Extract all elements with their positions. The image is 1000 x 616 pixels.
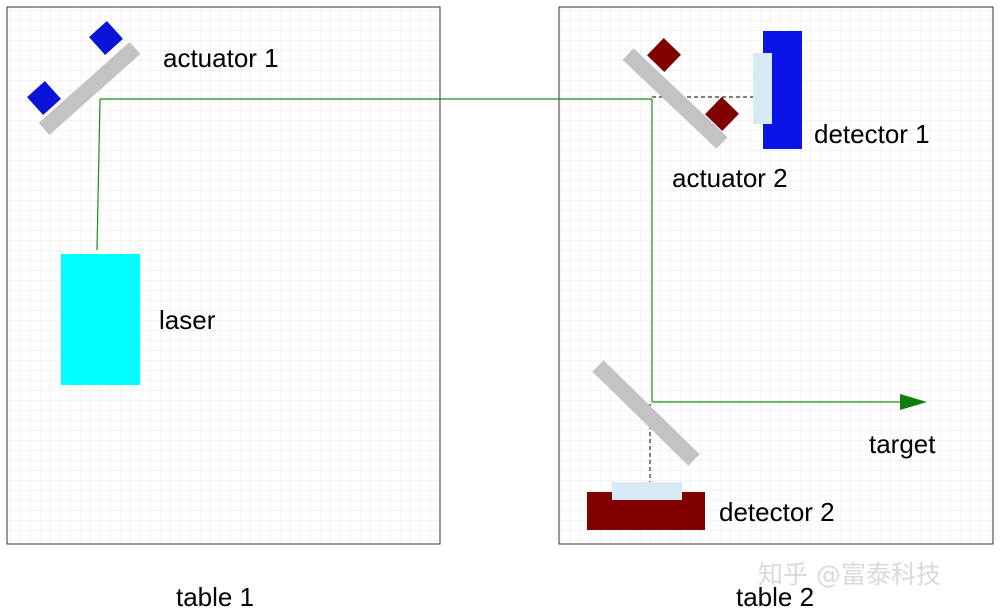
label-actuator-1: actuator 1 — [163, 43, 279, 73]
actuator-1-block-bottom — [27, 81, 61, 115]
detector-1 — [753, 31, 802, 149]
label-actuator-2: actuator 2 — [672, 163, 788, 193]
actuator-2-assembly — [622, 38, 739, 149]
target-arrow-icon — [900, 394, 927, 410]
laser-source — [61, 254, 140, 385]
beam-laser-to-actuator-1 — [96, 98, 101, 251]
label-detector-2: detector 2 — [719, 497, 835, 527]
label-target: target — [869, 429, 936, 459]
watermark: 知乎 @富泰科技 — [758, 560, 941, 589]
label-detector-1: detector 1 — [814, 119, 930, 149]
actuator-1-mirror — [38, 42, 141, 135]
detector-1-face — [753, 53, 772, 124]
actuator-1-block-top — [89, 21, 123, 55]
laser-beam — [96, 98, 903, 403]
actuator-2-block-top — [647, 38, 681, 72]
label-laser: laser — [159, 305, 216, 335]
beam-splitter-mirror — [592, 360, 700, 466]
detector-2 — [587, 482, 705, 530]
label-table-2: table 2 — [736, 582, 814, 612]
actuator-1-assembly — [27, 21, 141, 135]
detector-2-face — [612, 482, 682, 500]
label-table-1: table 1 — [176, 582, 254, 612]
actuator-2-block-bottom — [705, 97, 739, 131]
actuator-2-mirror — [622, 48, 728, 149]
